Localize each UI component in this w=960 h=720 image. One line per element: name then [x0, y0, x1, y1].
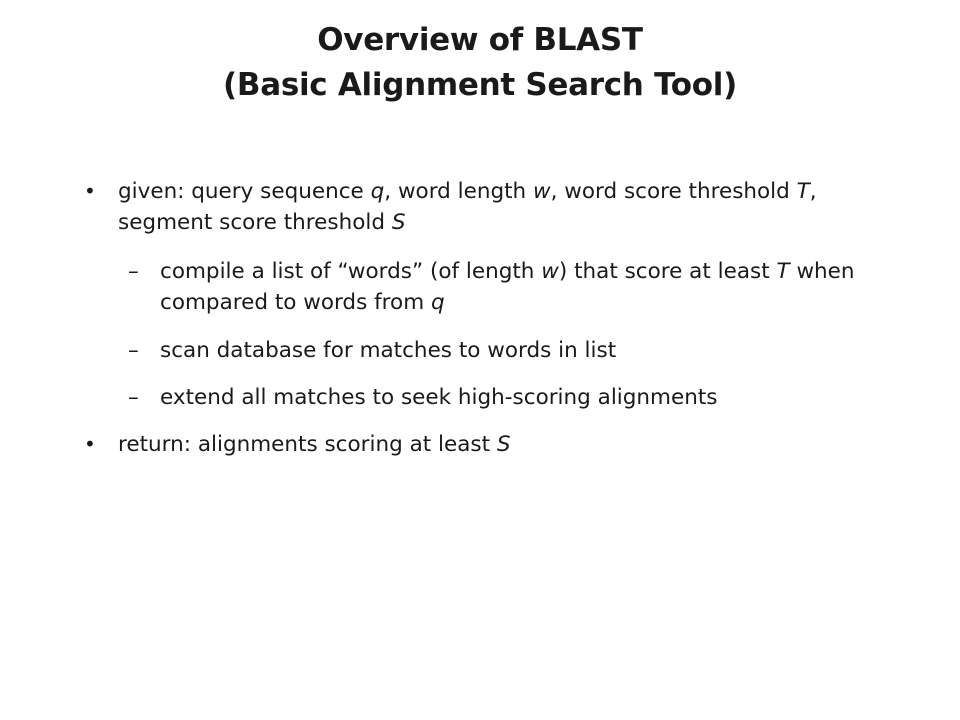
bullet-list: • given: query sequence q, word length w…	[84, 176, 864, 460]
bullet-marker: •	[84, 179, 96, 203]
sub-bullet-marker: –	[128, 259, 139, 284]
text-run: extend all matches to seek high-scoring …	[160, 385, 718, 410]
variable-w: w	[533, 179, 551, 204]
variable-q: q	[431, 290, 445, 315]
text-run: , segment score threshold	[118, 179, 817, 235]
bullet-marker: •	[84, 432, 96, 456]
text-run: compile a list of “words” (of length	[160, 259, 542, 284]
variable-q: q	[370, 179, 385, 204]
sub-bullet-text: scan database for matches to words in li…	[160, 338, 616, 363]
text-run: return: alignments scoring at least	[118, 432, 497, 457]
sub-bullet-compile: – compile a list of “words” (of length w…	[128, 256, 864, 318]
text-run: scan database for matches to words in li…	[160, 338, 617, 363]
sub-bullet-text: extend all matches to seek high-scoring …	[160, 385, 717, 410]
sub-bullet-text: compile a list of “words” (of length w) …	[160, 259, 855, 315]
variable-t: T	[796, 179, 810, 204]
variable-s: S	[391, 210, 406, 235]
slide-title: Overview of BLAST (Basic Alignment Searc…	[0, 18, 960, 108]
bullet-return: • return: alignments scoring at least S	[84, 429, 864, 460]
text-run: , word length	[384, 179, 533, 204]
bullet-text: return: alignments scoring at least S	[118, 432, 511, 457]
sub-bullet-scan: – scan database for matches to words in …	[128, 335, 864, 366]
bullet-text: given: query sequence q, word length w, …	[118, 179, 817, 235]
sub-bullet-marker: –	[128, 338, 139, 363]
text-run: given: query sequence	[118, 179, 371, 204]
text-run: , word score threshold	[550, 179, 797, 204]
text-run: when compared to words from	[160, 259, 855, 315]
variable-w: w	[541, 259, 559, 284]
sub-bullet-extend: – extend all matches to seek high-scorin…	[128, 382, 864, 413]
title-line-2: (Basic Alignment Search Tool)	[223, 67, 737, 103]
sub-bullet-marker: –	[128, 385, 139, 410]
bullet-given: • given: query sequence q, word length w…	[84, 176, 864, 238]
variable-s: S	[496, 432, 511, 457]
title-line-1: Overview of BLAST	[317, 22, 643, 58]
variable-t: T	[776, 259, 790, 284]
text-run: ) that score at least	[558, 259, 777, 284]
